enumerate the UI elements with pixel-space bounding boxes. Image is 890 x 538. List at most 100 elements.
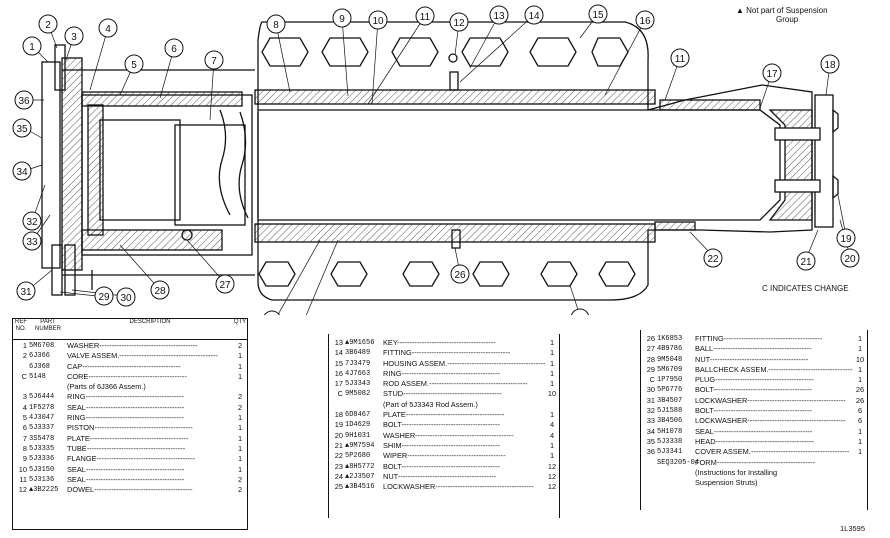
callout-27: 27: [215, 274, 235, 294]
col-ref: REF NO.: [15, 319, 27, 332]
row-ref: 27: [646, 344, 655, 354]
row-description: VALVE ASSEM.----------------------------…: [67, 351, 218, 361]
callout-1: 1: [22, 36, 42, 56]
row-description: LOCKWASHER------------------------------…: [695, 416, 846, 426]
row-quantity: 1: [237, 351, 243, 361]
row-description: HEAD------------------------------------…: [695, 436, 814, 446]
row-ref: [641, 458, 657, 468]
row-ref: 30: [646, 385, 655, 395]
row-quantity: 4: [549, 420, 555, 430]
row-part-number: ▲8H5772: [345, 462, 375, 471]
row-part-number: 5J1588: [657, 407, 683, 416]
row-part-number: [345, 400, 383, 410]
row-quantity: 1: [237, 371, 243, 381]
svg-text:35: 35: [16, 124, 28, 135]
svg-text:15: 15: [592, 10, 604, 21]
svg-text:21: 21: [800, 257, 812, 268]
row-quantity: 1: [857, 344, 863, 354]
row-quantity: 12: [547, 482, 557, 492]
row-ref: 5: [22, 413, 27, 423]
svg-text:32: 32: [26, 217, 38, 228]
row-description: COVER ASSEM.----------------------------…: [695, 447, 850, 457]
row-description: ROD ASSEM.------------------------------…: [383, 379, 528, 389]
row-quantity: 1: [549, 348, 555, 358]
row-quantity: [853, 478, 867, 488]
callout-8: 8: [266, 14, 286, 34]
row-part-number: 3B4506: [657, 417, 683, 426]
row-description: BALL------------------------------------…: [695, 344, 812, 354]
row-part-number: 5P2680: [345, 452, 371, 461]
drawing-number: 1L3595: [840, 524, 866, 533]
row-description: SEAL------------------------------------…: [695, 426, 813, 436]
row-part-number: 6J366: [29, 352, 51, 361]
row-ref: 10: [18, 464, 27, 474]
row-part-number: 6J368: [29, 362, 51, 371]
svg-text:36: 36: [18, 96, 30, 107]
callout-30: 30: [116, 287, 136, 307]
not-part-note: ▲ Not part of Suspension Group: [736, 6, 828, 24]
callout-33: 33: [22, 231, 42, 251]
row-ref: 8: [22, 443, 27, 453]
callout-22: 22: [703, 248, 723, 268]
row-ref: 34: [646, 426, 655, 436]
row-ref: [13, 382, 29, 392]
row-description: CORE------------------------------------…: [67, 371, 187, 381]
row-part-number: 5J6444: [29, 393, 55, 402]
row-part-number: 5J3136: [29, 475, 55, 484]
row-description: PISTON----------------------------------…: [67, 423, 193, 433]
row-description: FITTING---------------------------------…: [383, 348, 511, 358]
callout-13: 13: [489, 5, 509, 25]
row-ref: 33: [646, 416, 655, 426]
callout-11: 11: [415, 6, 435, 26]
row-quantity: [545, 400, 559, 410]
svg-text:29: 29: [98, 292, 110, 303]
row-ref: C: [21, 371, 27, 381]
row-part-number: 1D4629: [345, 421, 371, 430]
svg-text:1: 1: [29, 42, 35, 53]
svg-text:33: 33: [26, 237, 38, 248]
callout-4: 4: [98, 18, 118, 38]
row-quantity: 4: [549, 430, 555, 440]
row-quantity: 2: [237, 341, 243, 350]
row-part-number: 5148: [29, 372, 46, 381]
row-description: BOLT------------------------------------…: [383, 461, 500, 471]
row-description: LOCKWASHER------------------------------…: [383, 482, 534, 492]
svg-text:17: 17: [766, 69, 778, 80]
row-quantity: 10: [547, 389, 557, 399]
svg-text:16: 16: [639, 16, 651, 27]
callout-4b: 4: [263, 310, 281, 315]
row-description: BOLT------------------------------------…: [383, 420, 500, 430]
row-quantity: 6: [857, 406, 863, 416]
table-row: (Part of 5J3343 Rod Assem.): [329, 400, 559, 410]
svg-text:31: 31: [20, 287, 32, 298]
row-ref: 25: [334, 482, 343, 492]
row-description: DOWEL-----------------------------------…: [67, 485, 193, 495]
row-description: FORM------------------------------------…: [695, 457, 816, 467]
row-description: FITTING---------------------------------…: [695, 334, 823, 343]
row-ref: [641, 478, 657, 488]
svg-text:34: 34: [16, 167, 28, 178]
row-part-number: ▲2J3507: [345, 472, 375, 481]
svg-text:4: 4: [105, 24, 111, 35]
row-part-number: 5J3341: [657, 448, 683, 457]
svg-text:18: 18: [824, 60, 836, 71]
